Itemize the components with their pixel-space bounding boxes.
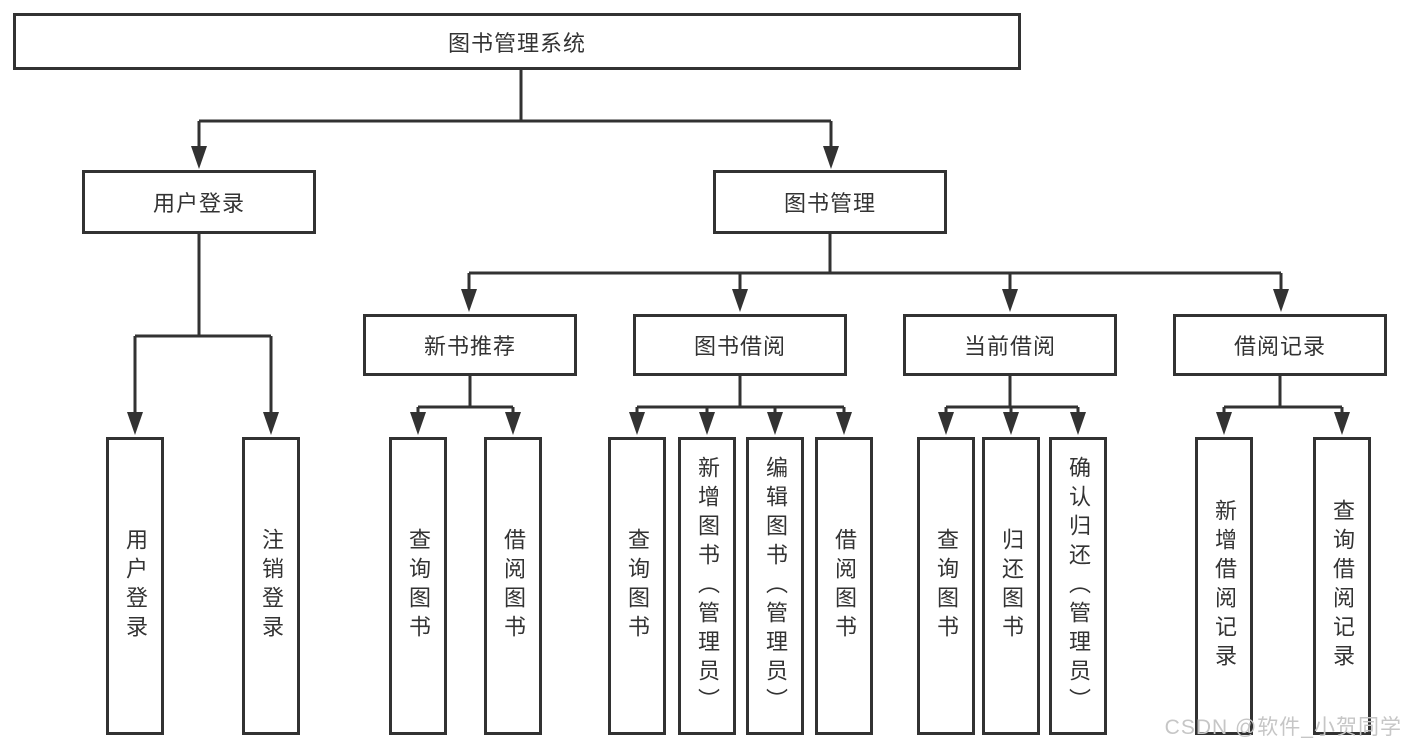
arrowheads — [127, 146, 1350, 435]
watermark: CSDN @软件_小贺同学 — [1164, 716, 1402, 739]
leaf-borrow-book-label: 借阅图书 — [832, 528, 857, 644]
node-user-login: 用户登录 — [82, 170, 316, 234]
leaf-borrow-query-book: 查询图书 — [608, 437, 666, 735]
leaf-user-login: 用户登录 — [106, 437, 164, 735]
leaf-logout-label: 注销登录 — [259, 528, 284, 644]
leaf-query-borrow-record-label: 查询借阅记录 — [1330, 499, 1355, 673]
leaf-edit-book-admin-label: 编辑图书（管理员） — [763, 455, 788, 717]
node-current-borrow: 当前借阅 — [903, 314, 1117, 376]
node-new-book-recommend: 新书推荐 — [363, 314, 577, 376]
node-book-management-label: 图书管理 — [783, 191, 876, 216]
node-borrow-records-label: 借阅记录 — [1233, 334, 1326, 359]
leaf-recommend-borrow-book: 借阅图书 — [484, 437, 542, 735]
leaf-query-borrow-record: 查询借阅记录 — [1313, 437, 1371, 735]
leaf-add-borrow-record-label: 新增借阅记录 — [1212, 499, 1237, 673]
leaf-recommend-query-book-label: 查询图书 — [406, 528, 431, 644]
node-library-system: 图书管理系统 — [13, 13, 1021, 70]
node-new-book-recommend-label: 新书推荐 — [423, 334, 516, 359]
leaf-recommend-query-book: 查询图书 — [389, 437, 447, 735]
leaf-user-login-label: 用户登录 — [123, 528, 148, 644]
leaf-add-book-admin-label: 新增图书（管理员） — [695, 455, 720, 717]
leaf-return-book-label: 归还图书 — [999, 528, 1024, 644]
leaf-logout: 注销登录 — [242, 437, 300, 735]
leaf-borrow-book: 借阅图书 — [815, 437, 873, 735]
leaf-edit-book-admin: 编辑图书（管理员） — [746, 437, 804, 735]
leaf-current-query-book-label: 查询图书 — [934, 528, 959, 644]
node-library-system-label: 图书管理系统 — [447, 30, 586, 56]
leaf-borrow-query-book-label: 查询图书 — [625, 528, 650, 644]
leaf-current-query-book: 查询图书 — [917, 437, 975, 735]
leaf-confirm-return-admin-label: 确认归还（管理员） — [1066, 455, 1091, 717]
node-current-borrow-label: 当前借阅 — [963, 334, 1056, 359]
node-book-management: 图书管理 — [713, 170, 947, 234]
node-user-login-label: 用户登录 — [152, 191, 245, 216]
leaf-confirm-return-admin: 确认归还（管理员） — [1049, 437, 1107, 735]
leaf-add-book-admin: 新增图书（管理员） — [678, 437, 736, 735]
leaf-recommend-borrow-book-label: 借阅图书 — [501, 528, 526, 644]
node-borrow-records: 借阅记录 — [1173, 314, 1387, 376]
node-book-borrow-label: 图书借阅 — [693, 334, 786, 359]
leaf-return-book: 归还图书 — [982, 437, 1040, 735]
leaf-add-borrow-record: 新增借阅记录 — [1195, 437, 1253, 735]
node-book-borrow: 图书借阅 — [633, 314, 847, 376]
